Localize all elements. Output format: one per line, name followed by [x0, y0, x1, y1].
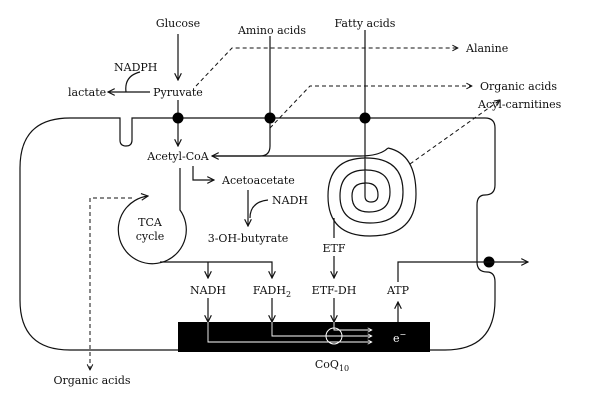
tca-cycle-loop — [117, 168, 187, 265]
label-pyruvate: Pyruvate — [153, 86, 203, 99]
label-organic-acids-top: Organic acids — [480, 80, 557, 93]
alanine-arrow — [195, 48, 458, 87]
label-organic-acids-bottom: Organic acids — [53, 374, 130, 387]
label-acyl-carnitines: Acyl-carnitines — [477, 98, 562, 111]
tca-products-line — [160, 261, 272, 278]
label-electron: e− — [393, 330, 406, 345]
label-etf: ETF — [323, 242, 346, 255]
label-tca-line2: cycle — [136, 230, 165, 243]
fatty-to-acetylcoa-line — [212, 147, 389, 157]
label-acetoacetate: Acetoacetate — [221, 174, 295, 187]
label-amino-acids: Amino acids — [237, 24, 306, 37]
label-nadh-top: NADH — [272, 194, 308, 207]
label-lactate: lactate — [68, 86, 106, 99]
mitochondrion-membrane — [19, 117, 496, 351]
label-etf-dh: ETF-DH — [312, 284, 357, 297]
electron-flow-1 — [207, 322, 372, 342]
label-coq: CoQ10 — [315, 358, 349, 373]
acetoacetate-arrow — [192, 166, 214, 180]
electron-flow-2 — [271, 322, 372, 336]
label-glucose: Glucose — [156, 17, 200, 30]
electron-flow-3 — [333, 322, 372, 330]
nadh-curve — [249, 199, 269, 219]
organic-acids-top-arrow — [269, 86, 472, 129]
label-butyrate: 3-OH-butyrate — [208, 232, 289, 245]
nadph-curve — [125, 71, 141, 93]
label-fadh: FADH2 — [253, 284, 291, 299]
atp-export-arrow — [397, 262, 528, 282]
acyl-carnitines-arrow — [409, 100, 500, 165]
label-acetyl-coa: Acetyl-CoA — [146, 150, 210, 163]
label-fatty-acids: Fatty acids — [335, 17, 396, 30]
label-atp: ATP — [386, 284, 410, 297]
label-tca-line1: TCA — [138, 216, 163, 229]
junction-dot-pyruvate — [172, 112, 184, 124]
junction-dot-fatty — [359, 112, 371, 124]
respiratory-chain-bar — [178, 322, 430, 352]
label-nadh: NADH — [190, 284, 226, 297]
coq-circle — [325, 327, 343, 345]
amino-acids-line — [212, 36, 271, 156]
organic-acids-bottom-arrow — [90, 197, 132, 370]
beta-oxidation-spiral — [327, 118, 417, 237]
junction-dot-amino — [264, 112, 276, 124]
label-nadph: NADPH — [114, 61, 157, 74]
label-alanine: Alanine — [465, 42, 508, 55]
